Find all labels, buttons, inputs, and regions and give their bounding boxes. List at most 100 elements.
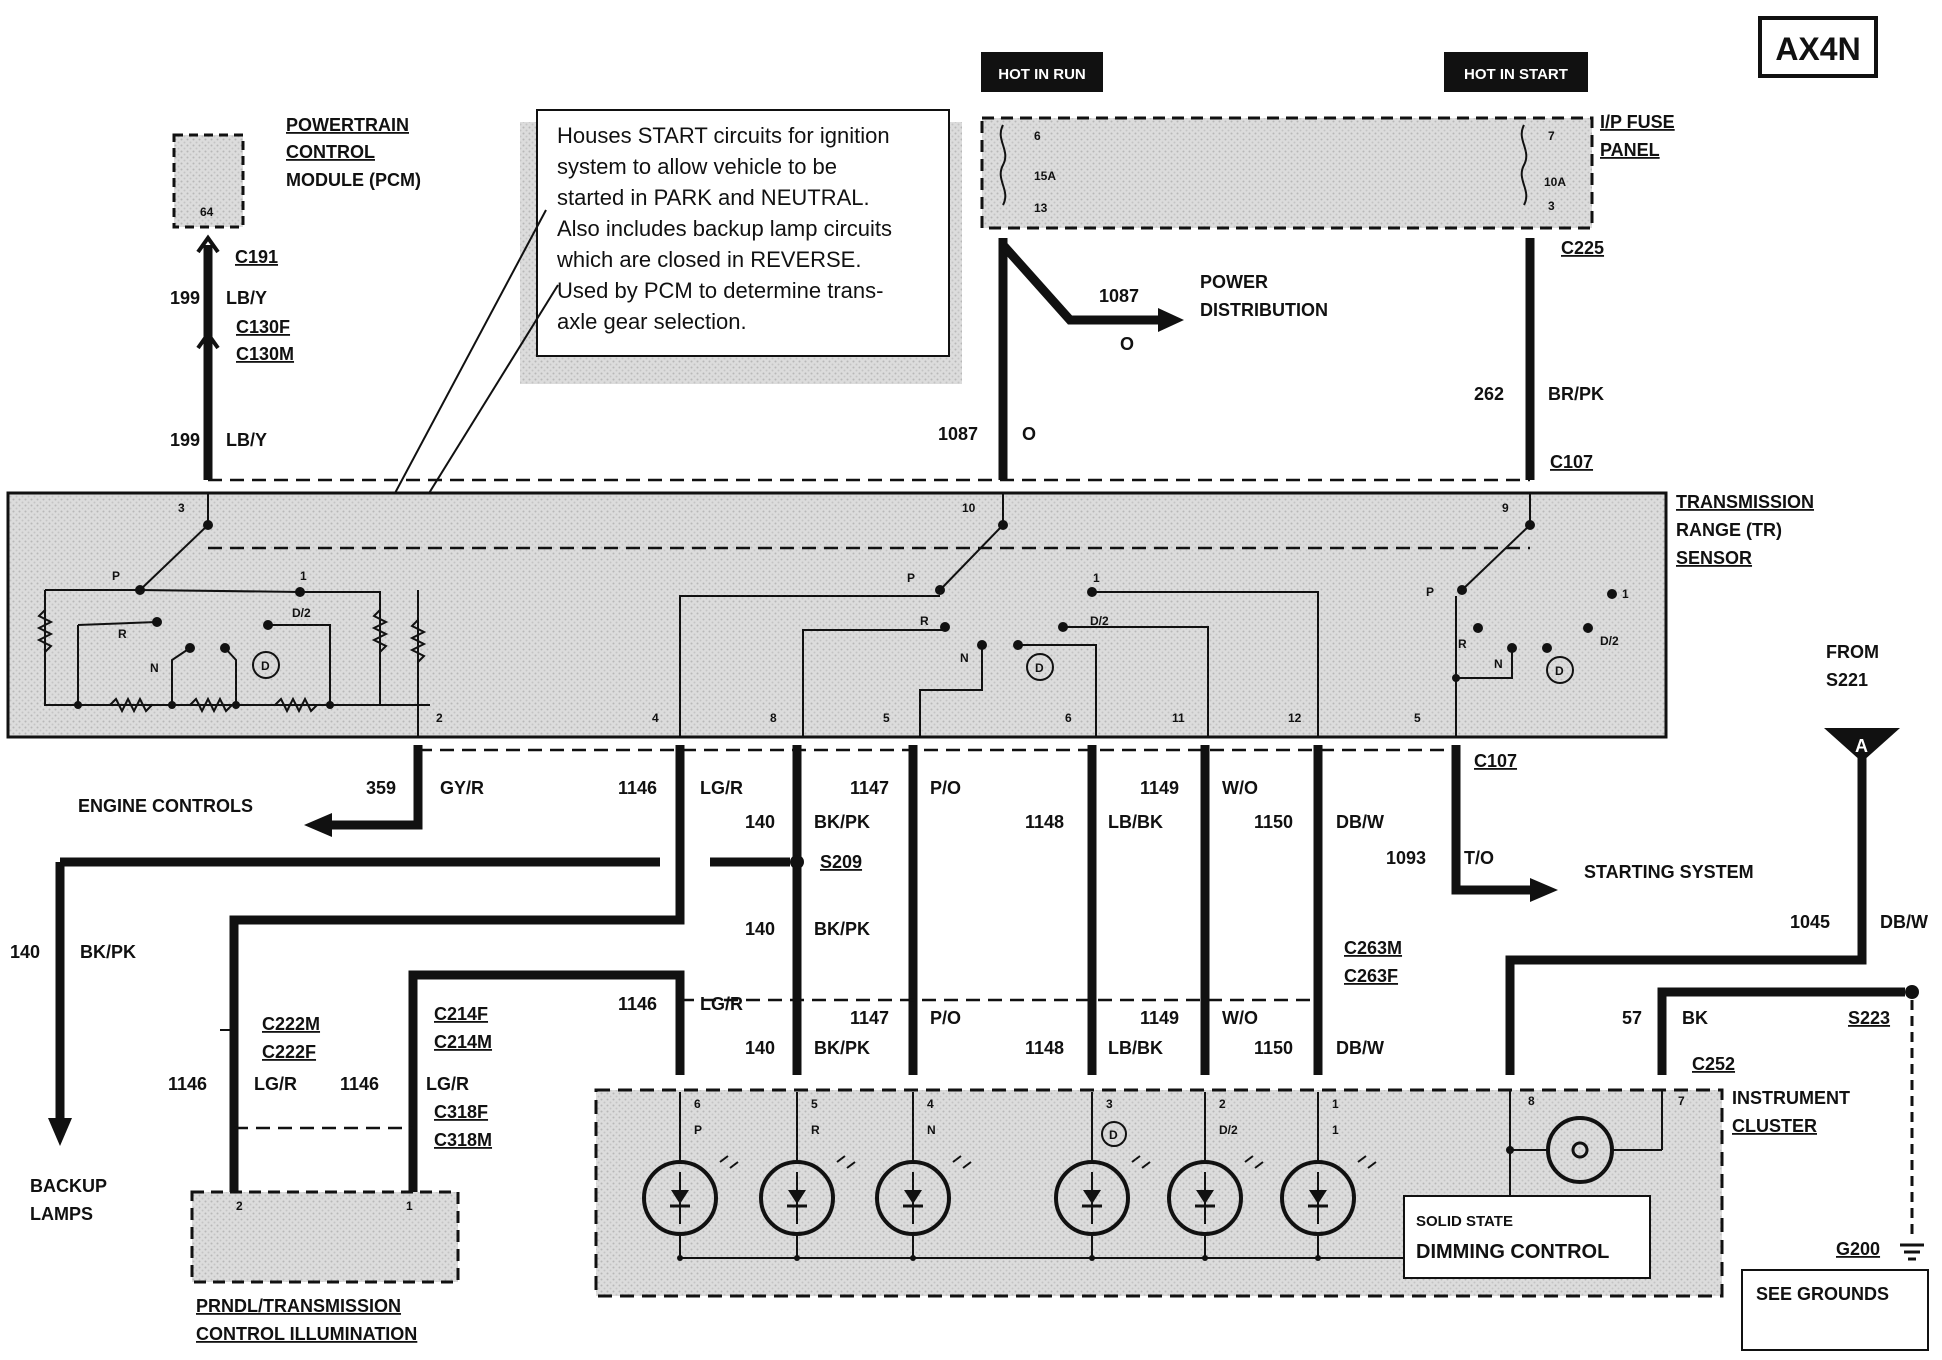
wire-1093-num: 1093 [1386,848,1426,868]
connector-c214f: C214F [434,1004,488,1024]
wire-140-c-num: 140 [745,1038,775,1058]
tr-left-r: R [118,627,127,641]
wire-1148-b-color: LB/BK [1108,1038,1163,1058]
illumination-title-1: PRNDL/TRANSMISSION [196,1296,401,1316]
cluster-title-2: CLUSTER [1732,1116,1817,1136]
wire-140-b-num: 140 [745,919,775,939]
tr-pin-9: 9 [1502,501,1509,515]
fuse-right-pin-bottom: 3 [1548,199,1555,213]
power-distribution-1: POWER [1200,272,1268,292]
tr-pin-5b: 5 [1414,711,1421,725]
cluster-pin-8: 8 [1528,1094,1535,1108]
fuse-right-pin-top: 7 [1548,129,1555,143]
wire-140-b-color: BK/PK [814,919,870,939]
tr-pin-2: 2 [436,711,443,725]
tr-left-1: 1 [300,569,307,583]
tr-switch-right: D P R N D/2 1 [1426,493,1629,737]
indicator-lamp-2: 5R [759,1092,856,1261]
indicator-lamp-6: 11 [1280,1092,1377,1261]
connector-c107-bottom: C107 [1474,751,1517,771]
fuse-panel-title-2: PANEL [1600,140,1660,160]
lamp-pin-3: 4 [927,1097,934,1111]
wire-359: ENGINE CONTROLS 359 GY/R [78,745,484,837]
tr-switch-left: D P R N D/2 1 [36,493,430,737]
connector-c130m: C130M [236,344,294,364]
wire-1150-b-num: 1150 [1254,1038,1293,1058]
wire-1150-a-color: DB/W [1336,812,1384,832]
fuse-panel-title-1: I/P FUSE [1600,112,1675,132]
wire-1147-a-num: 1147 [850,778,889,798]
wire-359-num: 359 [366,778,396,798]
tr-mid-d2: D/2 [1090,614,1109,628]
wire-57-num: 57 [1622,1008,1642,1028]
wire-262-color: BR/PK [1548,384,1604,404]
diagram-code: AX4N [1775,31,1860,67]
indicator-lamp-4: 3D [1054,1092,1151,1261]
pcm-title-1: POWERTRAIN [286,115,409,135]
hot-in-run-tab: HOT IN RUN [981,52,1103,92]
note-line-4: Also includes backup lamp circuits [557,216,892,241]
wire-1146-c-num: 1146 [168,1074,207,1094]
wire-140-a-color: BK/PK [814,812,870,832]
tr-right-r: R [1458,637,1467,651]
tr-pin-3: 3 [178,501,185,515]
splice-s223: S223 [1848,1008,1890,1028]
wire-140-c-color: BK/PK [814,1038,870,1058]
starting-system-label: STARTING SYSTEM [1584,862,1754,882]
illumination-pin-2: 2 [236,1199,243,1213]
wire-1146-c-color: LG/R [254,1074,297,1094]
wire-199-bot-color: LB/Y [226,430,267,450]
wire-199-top-num: 199 [170,288,200,308]
tr-title-2: RANGE (TR) [1676,520,1782,540]
connector-c318m: C318M [434,1130,492,1150]
wire-140-a-num: 140 [745,812,775,832]
lamp-label-6: 1 [1332,1123,1339,1137]
wire-1147-a-color: P/O [930,778,961,798]
wire-1147-b-num: 1147 [850,1008,889,1028]
tr-right-d2: D/2 [1600,634,1619,648]
wire-labels-lower: 1146 LG/R 1147 P/O 140 BK/PK 1148 LB/BK … [168,994,1890,1259]
see-grounds-box: SEE GROUNDS [1741,1269,1929,1351]
tr-left-n: N [150,661,159,675]
connector-c318f: C318F [434,1102,488,1122]
cluster-pin-7: 7 [1678,1094,1685,1108]
wire-1149-a-num: 1149 [1140,778,1179,798]
note-line-6: Used by PCM to determine trans- [557,278,883,303]
wire-1149-b-color: W/O [1222,1008,1258,1028]
wire-359-color: GY/R [440,778,484,798]
illumination-title-2: CONTROL ILLUMINATION [196,1324,417,1344]
pcm-pin: 64 [200,205,214,219]
from-ref-letter: A [1855,736,1868,756]
wire-1146-a-num: 1146 [618,778,657,798]
lamp-pin-2: 5 [811,1097,818,1111]
wire-1149-b-num: 1149 [1140,1008,1179,1028]
wire-1045-num: 1045 [1790,912,1830,932]
connector-c107-top: C107 [1550,452,1593,472]
tr-right-1: 1 [1622,587,1629,601]
note-line-2: system to allow vehicle to be [557,154,837,179]
fuse-left-pin-bottom: 13 [1034,201,1048,215]
note-callout: Houses START circuits for ignition syste… [369,109,962,541]
hot-in-start-label: HOT IN START [1464,66,1568,83]
harness-verticals: A [48,728,1924,1261]
pcm-title-2: CONTROL [286,142,375,162]
wire-1087-num: 1087 [938,424,978,444]
connector-c130f: C130F [236,317,290,337]
prndl-illumination-module: 2 1 PRNDL/TRANSMISSION CONTROL ILLUMINAT… [190,1190,460,1344]
tr-pin-8: 8 [770,711,777,725]
wire-1146-a-color: LG/R [700,778,743,798]
tr-pin-12: 12 [1288,711,1302,725]
wire-1045-color: DB/W [1880,912,1928,932]
lamp-label-4: D [1109,1128,1118,1142]
connector-c191: C191 [235,247,278,267]
connector-c252: C252 [1692,1054,1735,1074]
engine-controls-label: ENGINE CONTROLS [78,796,253,816]
tr-sensor: TRANSMISSION RANGE (TR) SENSOR 3 10 9 2 … [6,491,1814,739]
lamp-pin-4: 3 [1106,1097,1113,1111]
connector-c214m: C214M [434,1032,492,1052]
dimming-label-1: SOLID STATE [1416,1213,1513,1230]
wire-1149-a-color: W/O [1222,778,1258,798]
indicator-lamp-1: 6P [642,1092,739,1261]
